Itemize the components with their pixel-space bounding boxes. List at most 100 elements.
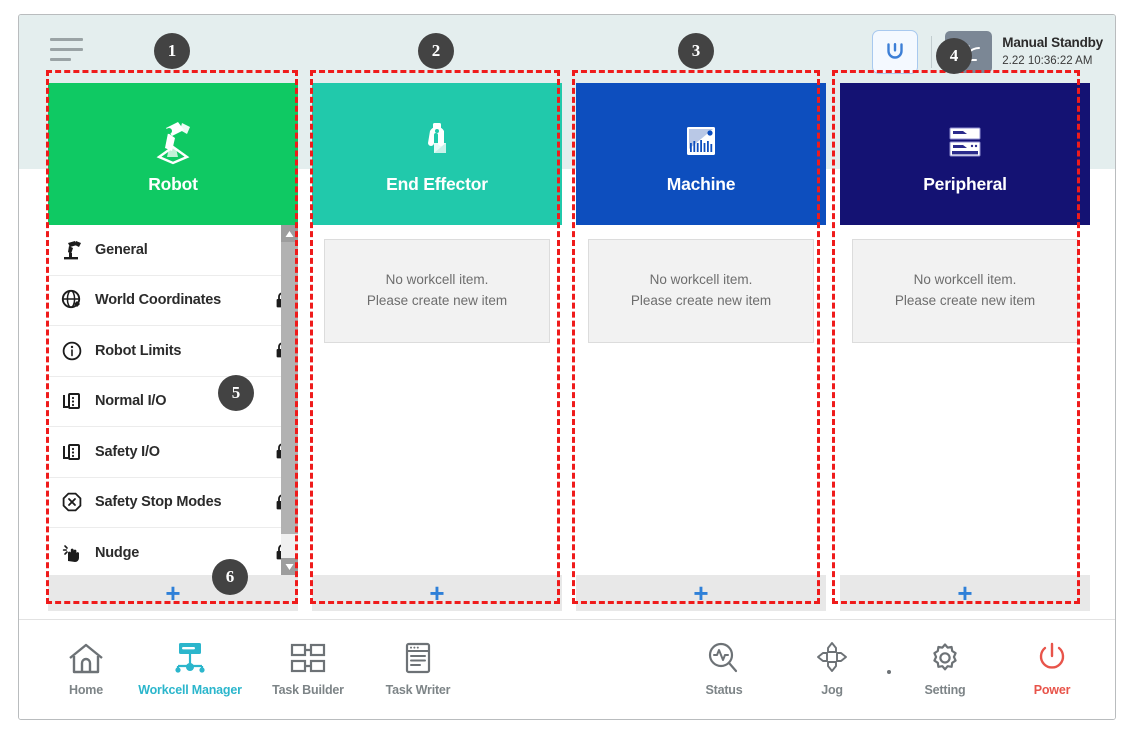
empty-line-1: No workcell item. (385, 272, 489, 288)
list-item-world-coordinates[interactable]: World Coordinates (48, 275, 298, 326)
nav-item-jog[interactable]: Jog (778, 634, 886, 697)
badge-number: 3 (691, 41, 701, 60)
nav-label: Power (1033, 683, 1071, 697)
server-rack-icon (939, 114, 991, 170)
reset-button[interactable] (872, 30, 919, 74)
scroll-down-button[interactable] (281, 558, 298, 575)
reset-arc-icon (887, 43, 903, 59)
io-port-icon (57, 439, 87, 465)
column-body-peripheral: No workcell item. Please create new item (840, 225, 1090, 575)
list-item-general[interactable]: General (48, 225, 298, 276)
empty-line-2: Please create new item (366, 293, 508, 308)
plus-icon: + (693, 578, 709, 608)
nav-label: Workcell Manager (138, 683, 242, 697)
annotation-badge-6: 6 (212, 559, 248, 595)
task-builder-icon (286, 634, 330, 676)
empty-state-peripheral: No workcell item. Please create new item (852, 239, 1078, 343)
nav-item-task-builder[interactable]: Task Builder (254, 634, 362, 697)
plus-icon: + (957, 578, 973, 608)
robot-settings-list[interactable]: General (48, 225, 298, 575)
list-item-nudge[interactable]: Nudge (48, 528, 298, 575)
nav-item-power[interactable]: Power (998, 634, 1106, 697)
nav-separator-dot (887, 670, 891, 674)
column-header-machine[interactable]: Machine (576, 83, 826, 225)
annotation-badge-2: 2 (418, 33, 454, 69)
nav-item-task-writer[interactable]: Task Writer (364, 634, 472, 697)
list-item-label: Normal I/O (95, 393, 167, 410)
hamburger-line (50, 38, 83, 41)
empty-state-end-effector: No workcell item. Please create new item (324, 239, 550, 343)
jog-pad-icon (813, 634, 851, 676)
nav-item-setting[interactable]: Setting (891, 634, 999, 697)
list-item-label: World Coordinates (95, 292, 222, 309)
empty-line-1: No workcell item. (649, 272, 753, 288)
add-item-machine[interactable]: + (576, 575, 826, 611)
status-scope-icon (705, 634, 743, 676)
plus-icon: + (429, 578, 445, 608)
annotation-badge-4: 4 (936, 38, 972, 74)
hamburger-icon[interactable] (50, 38, 92, 68)
empty-state-machine: No workcell item. Please create new item (588, 239, 814, 343)
add-item-robot[interactable]: + (48, 575, 298, 611)
list-item-label: Safety Stop Modes (95, 494, 222, 511)
annotation-badge-1: 1 (154, 33, 190, 69)
column-header-end-effector[interactable]: End Effector (312, 83, 562, 225)
robot-arm-icon (145, 114, 201, 170)
column-title: Robot (148, 173, 198, 194)
list-item-label: Robot Limits (95, 342, 182, 359)
annotation-badge-3: 3 (678, 33, 714, 69)
hand-nudge-icon (57, 540, 87, 566)
globe-axes-icon (57, 287, 87, 313)
home-icon (66, 634, 106, 676)
column-body-end-effector: No workcell item. Please create new item (312, 225, 562, 575)
robot-arm-small-icon (57, 237, 87, 263)
list-item-safety-stop-modes[interactable]: Safety Stop Modes (48, 477, 298, 528)
column-peripheral: Peripheral No workcell item. Please crea… (840, 83, 1090, 611)
stop-octagon-icon (57, 489, 87, 515)
column-body-robot: General (48, 225, 298, 575)
mode-title: Manual Standby (1002, 35, 1103, 51)
column-title: End Effector (386, 173, 488, 194)
add-item-end-effector[interactable]: + (312, 575, 562, 611)
plus-icon: + (165, 578, 181, 608)
limits-circle-icon (57, 338, 87, 364)
list-item-robot-limits[interactable]: Robot Limits (48, 326, 298, 377)
column-header-robot[interactable]: Robot (48, 83, 298, 225)
annotation-badge-5: 5 (218, 375, 254, 411)
workcell-columns: Robot (48, 83, 1090, 611)
gripper-icon (412, 114, 462, 170)
power-icon (1034, 634, 1070, 676)
task-writer-icon (400, 634, 436, 676)
nav-label: Status (705, 683, 743, 697)
bottom-navigation: Home Workcell Manager (19, 619, 1115, 719)
nav-item-workcell-manager[interactable]: Workcell Manager (136, 634, 244, 697)
hamburger-line (50, 48, 83, 51)
nav-item-status[interactable]: Status (670, 634, 778, 697)
nav-label: Setting (924, 683, 966, 697)
triangle-up-icon (285, 230, 294, 237)
list-item-normal-io[interactable]: Normal I/O (48, 376, 298, 427)
column-robot: Robot (48, 83, 298, 611)
nav-label: Task Builder (272, 683, 344, 697)
robot-list-scrollbar[interactable] (281, 225, 298, 575)
status-divider (931, 36, 933, 68)
column-header-peripheral[interactable]: Peripheral (840, 83, 1090, 225)
empty-line-2: Please create new item (894, 293, 1036, 308)
mode-timestamp: 2.22 10:36:22 AM (1002, 55, 1093, 68)
badge-number: 4 (949, 46, 959, 65)
nav-label: Home (69, 683, 103, 697)
list-item-safety-io[interactable]: Safety I/O (48, 427, 298, 478)
device-frame: Manual Standby 2.22 10:36:22 AM (18, 14, 1116, 720)
mode-text: Manual Standby 2.22 10:36:22 AM (1002, 35, 1103, 68)
triangle-down-icon (285, 563, 294, 570)
badge-number: 2 (431, 41, 441, 60)
add-item-peripheral[interactable]: + (840, 575, 1090, 611)
scroll-up-button[interactable] (281, 225, 298, 242)
scrollbar-thumb[interactable] (281, 242, 298, 534)
badge-number: 1 (167, 41, 177, 60)
badge-number: 6 (225, 567, 235, 586)
nav-item-home[interactable]: Home (32, 634, 140, 697)
nav-label: Task Writer (385, 683, 451, 697)
list-item-label: General (95, 241, 148, 258)
